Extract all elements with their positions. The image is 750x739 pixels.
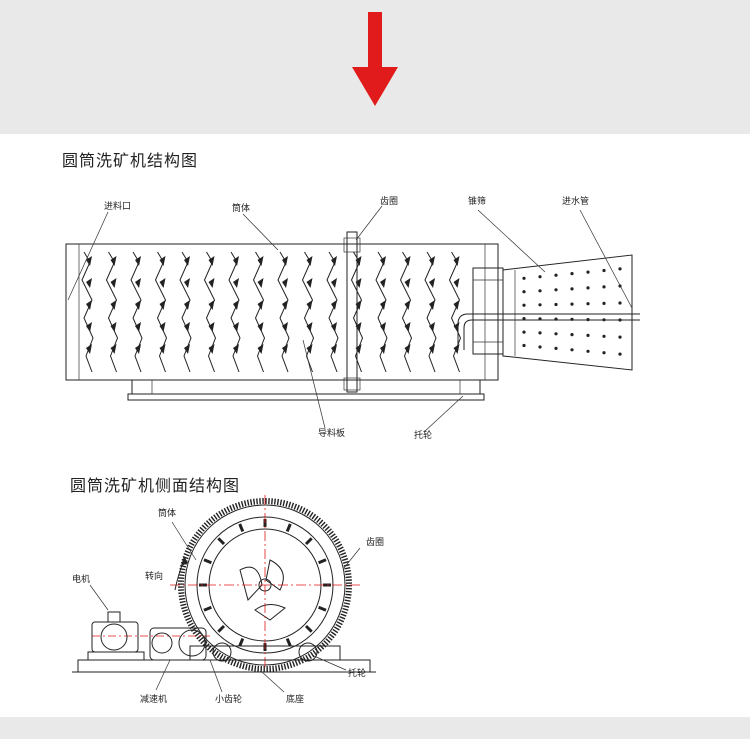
front-view-drawing: 进料口 筒体 齿圈 锥筛 进水管 导料板 托轮	[65, 195, 640, 441]
screen-hole	[602, 351, 606, 355]
label-gear-ring: 齿圈	[380, 196, 398, 207]
screen-hole	[554, 273, 558, 277]
front-view-title: 圆筒洗矿机结构图	[62, 151, 199, 170]
screen-hole	[586, 286, 590, 290]
side-view-title: 圆筒洗矿机侧面结构图	[70, 476, 241, 495]
guide-plate	[326, 251, 339, 373]
drum-slot	[238, 638, 245, 647]
drum-slot	[217, 537, 226, 546]
guide-plate	[301, 251, 315, 373]
guide-plate	[399, 251, 413, 373]
water-pipe	[457, 313, 640, 350]
label-support-wheel: 托轮	[414, 429, 432, 441]
guide-plate	[203, 251, 217, 373]
screen-hole	[570, 302, 574, 306]
screen-hole	[554, 332, 558, 336]
screen-hole	[522, 343, 526, 348]
drum-slot	[304, 624, 313, 633]
drum-slot	[203, 558, 212, 565]
screen-hole	[570, 272, 574, 276]
guide-plate	[228, 251, 241, 373]
down-arrow-icon	[352, 12, 398, 106]
guide-plate	[277, 251, 290, 373]
side-label-gear-ring: 齿圈	[366, 537, 384, 548]
screen-hole	[538, 275, 542, 279]
side-label-base: 底座	[286, 693, 304, 705]
screen-hole	[522, 330, 526, 334]
guide-plate	[81, 251, 94, 373]
drum-slot	[304, 537, 313, 546]
side-label-reducer: 减速机	[140, 693, 167, 705]
side-label-drum: 筒体	[158, 507, 176, 519]
guide-plate	[130, 251, 143, 373]
guide-plate	[448, 251, 462, 373]
drum-slot	[285, 523, 292, 532]
screen-hole	[554, 302, 558, 307]
screen-hole	[538, 345, 542, 349]
screen-hole	[586, 333, 590, 337]
screen-hole	[586, 270, 590, 274]
guide-plate	[252, 251, 266, 373]
screen-hole	[570, 333, 574, 337]
base-frame	[131, 379, 481, 395]
screen-hole	[522, 317, 526, 321]
label-water-pipe: 进水管	[562, 195, 589, 207]
side-view-drawing: 筒体 齿圈 转向 电机 减速机 小齿轮 底座 托轮	[72, 495, 384, 705]
label-drum: 筒体	[232, 202, 250, 214]
screen-hole	[570, 287, 574, 291]
screen-hole	[602, 334, 606, 338]
gear-ring	[346, 231, 358, 393]
screen-hole	[522, 276, 526, 280]
cone-screen	[502, 254, 633, 371]
side-label-support-wheel: 托轮	[348, 667, 366, 679]
bottom-banner	[0, 717, 750, 739]
screen-hole	[538, 289, 542, 293]
screen-hole	[618, 352, 622, 356]
drum-slot	[238, 523, 245, 532]
screen-hole	[554, 346, 558, 350]
side-label-rotation: 转向	[145, 570, 163, 582]
screen-hole	[618, 267, 622, 271]
cone-screen-holes	[522, 267, 622, 356]
motor	[91, 621, 139, 653]
drum-slot	[217, 624, 226, 633]
gear-ring-teeth	[178, 498, 352, 672]
label-feed-inlet: 进料口	[104, 200, 131, 212]
label-cone-screen: 锥筛	[468, 195, 486, 207]
reducer	[149, 627, 207, 661]
label-guide-plate: 导料板	[318, 427, 345, 439]
guide-plate	[350, 251, 364, 373]
guide-plate	[424, 251, 437, 373]
screen-hole	[618, 335, 622, 339]
guide-plate	[154, 251, 168, 373]
screen-hole	[522, 290, 526, 294]
screen-hole	[554, 288, 558, 292]
drum-slot	[318, 605, 327, 612]
drum-slot	[203, 605, 212, 612]
guide-plate	[105, 251, 119, 373]
screen-hole	[538, 331, 542, 335]
side-label-pinion: 小齿轮	[215, 693, 242, 705]
screen-hole	[538, 303, 542, 307]
guide-plate	[179, 251, 192, 373]
guide-plates	[81, 251, 462, 373]
screen-hole	[618, 301, 622, 305]
screen-hole	[602, 268, 606, 273]
drum-slot	[285, 638, 292, 647]
guide-plate	[375, 251, 388, 373]
screen-hole	[602, 301, 606, 305]
screen-hole	[586, 349, 590, 353]
drum-slot	[318, 558, 327, 565]
screen-hole	[522, 303, 526, 307]
screen-hole	[586, 302, 590, 306]
side-label-motor: 电机	[72, 573, 90, 585]
screen-hole	[602, 285, 606, 289]
screen-hole	[570, 348, 574, 352]
side-base	[77, 659, 371, 673]
